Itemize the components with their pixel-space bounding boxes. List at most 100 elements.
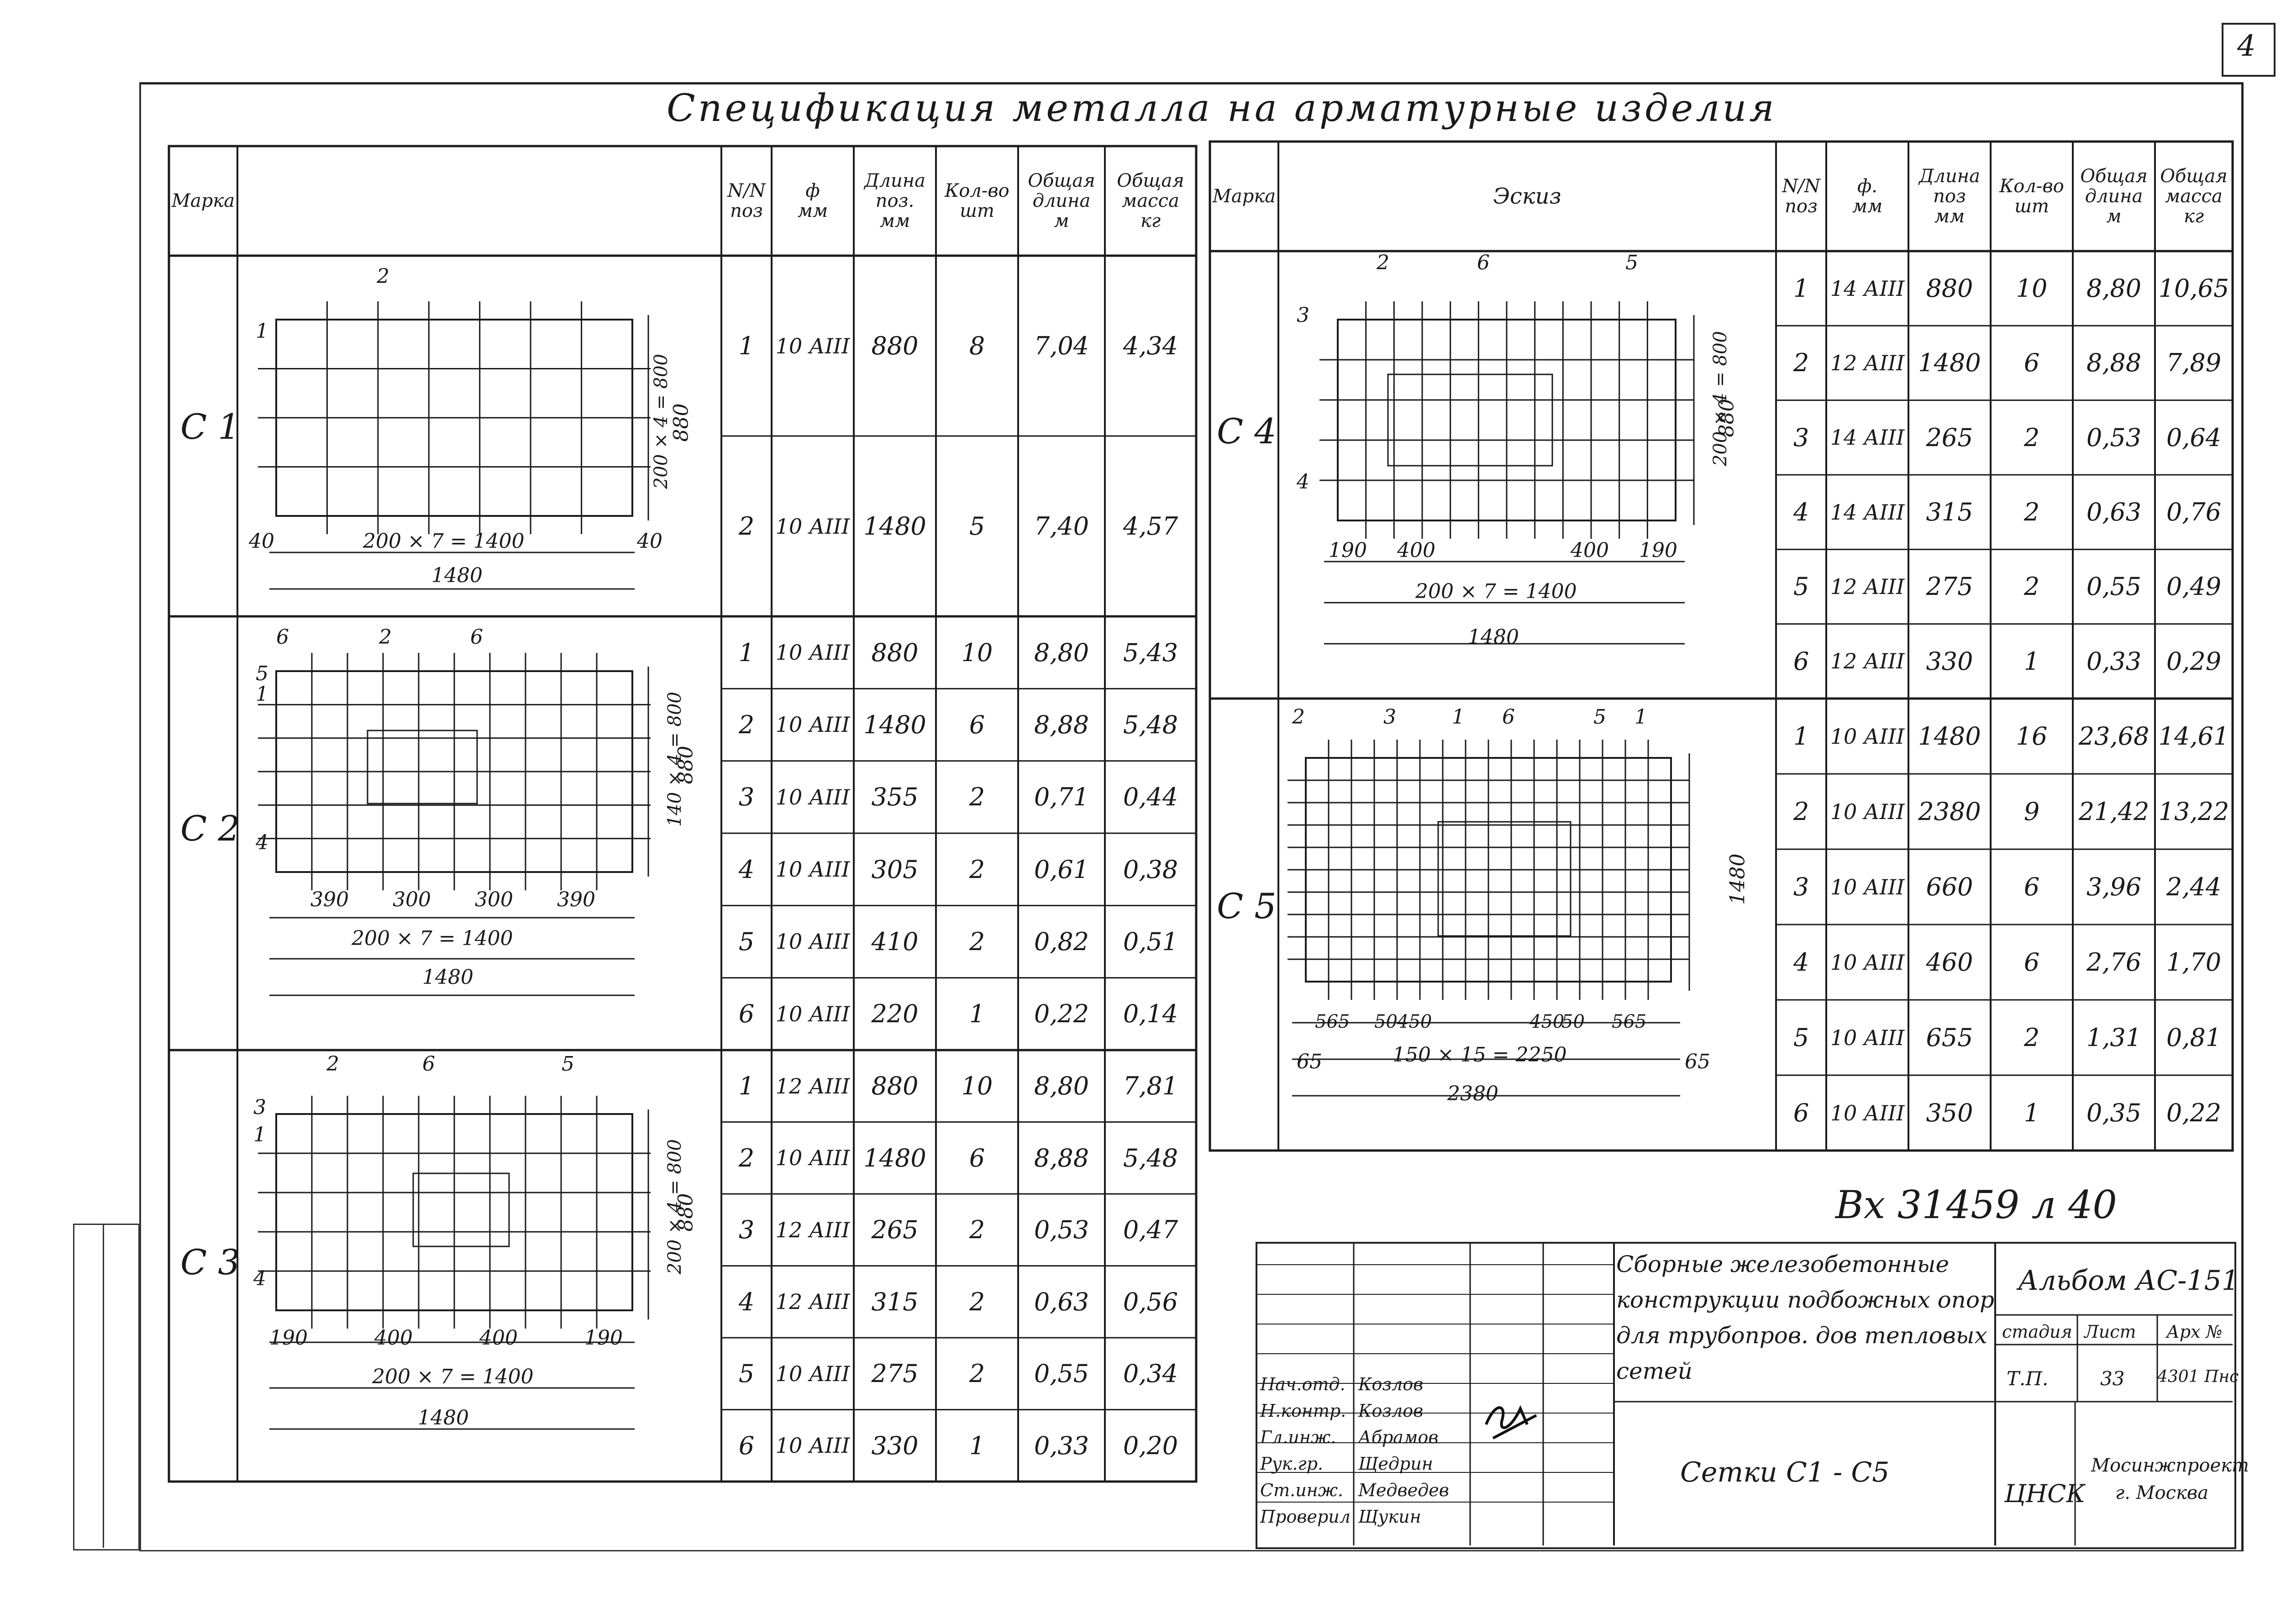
outer-frame — [139, 82, 2244, 1551]
left-cell: 2 — [969, 855, 985, 884]
left-cell: 1 — [738, 638, 755, 667]
c2-dim-total: 200 × 7 = 1400 — [352, 927, 513, 950]
right-cell: 13,22 — [2158, 797, 2229, 826]
marka-c3: С 3 — [180, 1242, 240, 1282]
c5-pos-mark: 1 — [1635, 705, 1647, 729]
left-cell: 7,40 — [1034, 512, 1089, 541]
c5-opening — [1437, 821, 1571, 937]
c1-pos-1: 1 — [256, 320, 268, 343]
c2-pos-mark: 6 — [470, 625, 483, 649]
left-cell: 0,33 — [1034, 1431, 1089, 1460]
right-cell: 10 АIII — [1830, 874, 1905, 899]
marka-c5: С 5 — [1217, 886, 1277, 926]
c3-span: 400 — [479, 1326, 518, 1350]
c1-overall: 1480 — [431, 564, 483, 587]
page-title: Спецификация металла на арматурные издел… — [667, 87, 1777, 130]
c4-span: 190 — [1329, 539, 1367, 562]
right-cell: 4 — [1793, 498, 1809, 527]
hdr-dia-right: ф. мм — [1852, 176, 1883, 217]
binding-strip — [73, 1224, 140, 1550]
left-cell: 1 — [738, 1072, 755, 1101]
left-cell: 5,48 — [1123, 710, 1178, 739]
c5-dim-total: 150 × 15 = 2250 — [1393, 1043, 1567, 1067]
left-cell: 10 АIII — [775, 784, 850, 809]
right-cell: 6 — [2023, 348, 2040, 378]
c1-pos-2: 2 — [377, 265, 389, 288]
right-cell: 1 — [2023, 1098, 2040, 1127]
left-cell: 6 — [738, 999, 755, 1029]
tb-role: Нач.отд. — [1260, 1374, 1345, 1394]
left-cell: 12 АIII — [775, 1073, 850, 1098]
c3-pos-mark: 3 — [253, 1096, 266, 1119]
c5-pos-mark: 1 — [1452, 705, 1465, 729]
c5-pos-mark: 6 — [1502, 705, 1515, 729]
tb-album: Альбом АС-151 — [2018, 1265, 2239, 1297]
right-cell: 0,64 — [2166, 423, 2222, 452]
right-cell: 660 — [1926, 872, 1973, 901]
left-cell: 4 — [738, 855, 755, 884]
right-cell: 0,33 — [2086, 646, 2142, 676]
right-cell: 14 АIII — [1830, 499, 1905, 525]
left-cell: 8,80 — [1034, 1072, 1089, 1101]
right-cell: 0,29 — [2166, 646, 2222, 676]
tb-col-sheet: Лист — [2084, 1322, 2136, 1342]
hdr-sketch-right: Эскиз — [1493, 184, 1561, 209]
right-cell: 2,44 — [2166, 872, 2222, 901]
c3-span: 190 — [269, 1326, 308, 1350]
right-cell: 315 — [1926, 498, 1973, 527]
left-cell: 5,43 — [1123, 638, 1178, 667]
right-cell: 2 — [2023, 498, 2040, 527]
left-cell: 5 — [969, 512, 985, 541]
document-code: Вх 31459 л 40 — [1835, 1183, 2117, 1227]
sheet-number-box: 4 — [2222, 23, 2276, 77]
left-cell: 6 — [969, 710, 985, 739]
left-cell: 3 — [738, 1215, 755, 1245]
c4-dim-total: 200 × 7 = 1400 — [1415, 580, 1577, 603]
c4-span: 400 — [1397, 539, 1435, 562]
c4-span: 400 — [1571, 539, 1609, 562]
left-cell: 8 — [969, 331, 985, 360]
left-cell: 880 — [871, 1072, 919, 1101]
right-cell: 1,31 — [2086, 1023, 2142, 1052]
right-cell: 14 АIII — [1830, 425, 1905, 450]
left-cell: 8,88 — [1034, 710, 1089, 739]
c3-span: 190 — [584, 1326, 623, 1350]
left-cell: 8,80 — [1034, 638, 1089, 667]
right-cell: 0,63 — [2086, 498, 2142, 527]
tb-role: Н.контр. — [1260, 1401, 1346, 1421]
left-cell: 1 — [969, 999, 985, 1029]
right-cell: 12 АIII — [1830, 649, 1905, 674]
left-cell: 0,20 — [1123, 1431, 1178, 1460]
right-cell: 2380 — [1918, 797, 1981, 826]
marka-c4: С 4 — [1217, 411, 1277, 452]
left-cell: 6 — [738, 1431, 755, 1460]
c5-span: 565 — [1612, 1011, 1647, 1032]
hdr-totlen-left: Общая длина м — [1028, 170, 1095, 231]
right-cell: 1 — [1793, 722, 1809, 751]
left-cell: 1480 — [863, 512, 926, 541]
right-cell: 0,22 — [2166, 1098, 2222, 1127]
right-cell: 12 АIII — [1830, 574, 1905, 599]
right-cell: 0,49 — [2166, 572, 2222, 601]
c5-span: 565 — [1315, 1011, 1350, 1032]
hdr-pos-right: N/N поз — [1782, 176, 1820, 217]
c4-opening — [1387, 373, 1553, 467]
left-cell: 2 — [738, 512, 755, 541]
hdr-qty-right: Кол-во шт — [1999, 176, 2064, 217]
left-cell: 0,71 — [1034, 783, 1089, 812]
left-cell: 8,88 — [1034, 1143, 1089, 1172]
left-cell: 0,61 — [1034, 855, 1089, 884]
tb-name: Щукин — [1358, 1507, 1421, 1527]
left-cell: 220 — [871, 999, 919, 1029]
c3-pos-mark: 4 — [253, 1267, 266, 1290]
c5-span: 450 — [1397, 1011, 1432, 1032]
right-table-frame — [1209, 140, 2234, 1152]
hdr-marka-left: Марка — [171, 190, 235, 211]
c2-pos-mark: 1 — [256, 683, 268, 706]
right-cell: 6 — [1793, 1098, 1809, 1127]
right-cell: 21,42 — [2078, 797, 2150, 826]
binding-line — [103, 1224, 104, 1548]
left-cell: 0,55 — [1034, 1359, 1089, 1388]
left-cell: 355 — [871, 783, 919, 812]
